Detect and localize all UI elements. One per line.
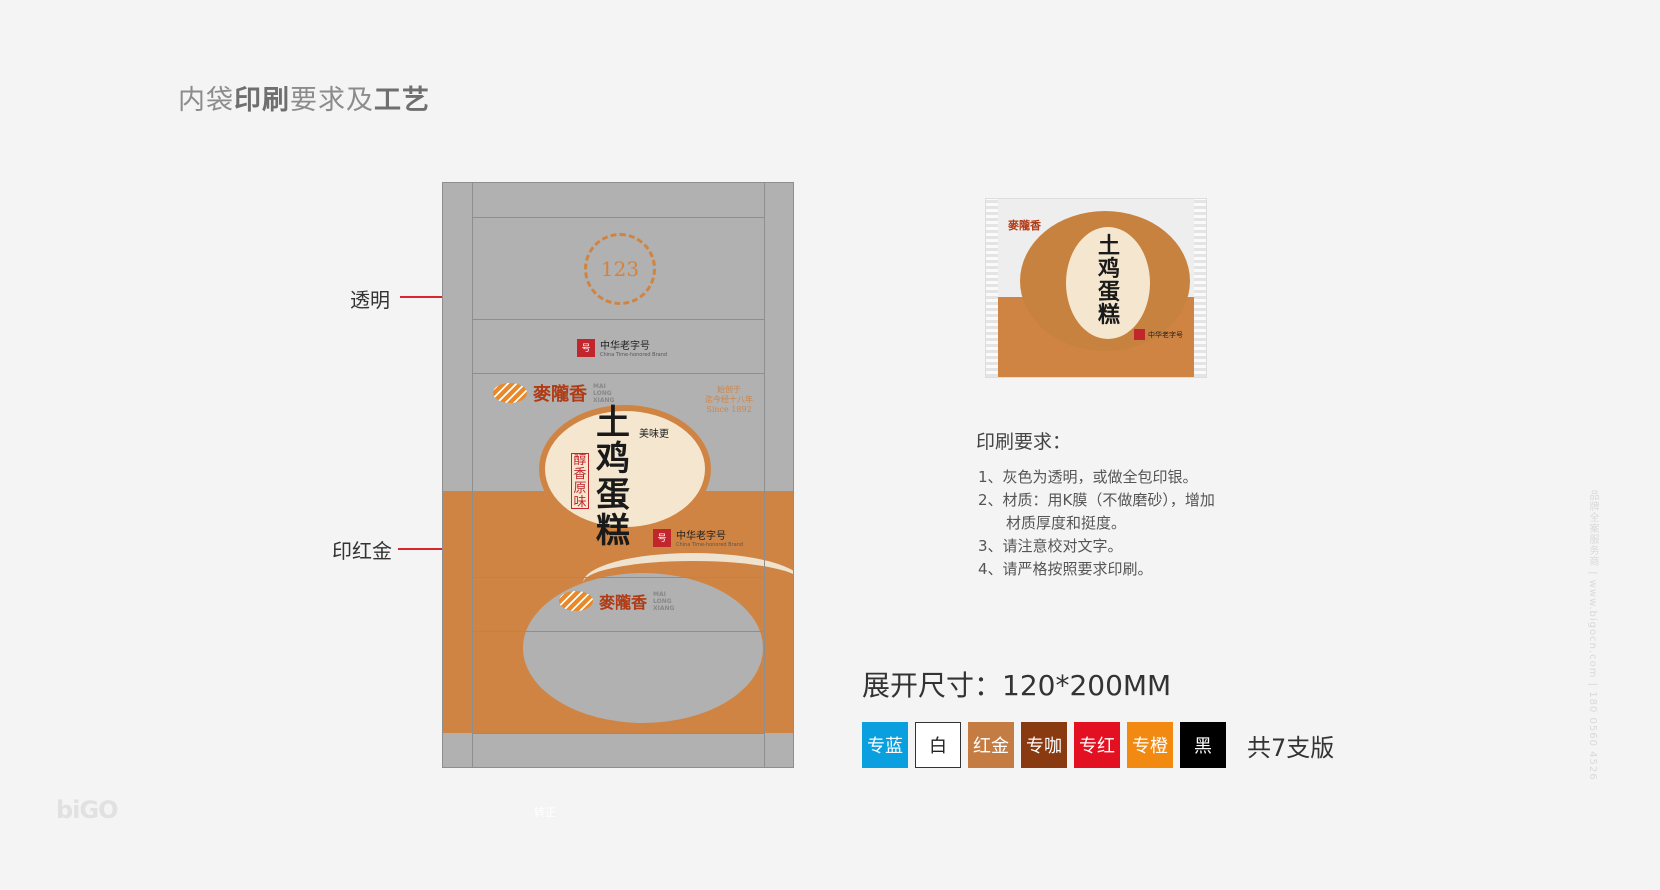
seal-brand-text: 中华老字号 bbox=[600, 341, 650, 352]
side-watermark: 品牌全案服务商 | www.bigocn.com | 180 0560 4526 bbox=[1587, 490, 1598, 781]
print-requirements-list: 1、灰色为透明，或做全包印银。 2、材质：用K膜（不做磨砂），增加 材质厚度和挺… bbox=[978, 466, 1215, 581]
page-title: 内袋印刷要求及工艺 bbox=[178, 78, 430, 117]
swatch-white: 白 bbox=[915, 722, 961, 768]
package-seal: 中华老字号 bbox=[1134, 329, 1183, 340]
callout-transparent-label: 透明 bbox=[350, 288, 390, 312]
fold-line bbox=[472, 319, 764, 320]
package-oval bbox=[1066, 227, 1150, 339]
swatch-black: 黑 bbox=[1180, 722, 1226, 768]
bigo-logo: biGO bbox=[56, 796, 119, 824]
swatch-total: 共7支版 bbox=[1247, 733, 1335, 762]
requirement-item: 4、请严格按照要求印刷。 bbox=[978, 560, 1153, 578]
requirement-item: 3、请注意校对文字。 bbox=[978, 537, 1123, 555]
since-text: 始创于 迄今经十八年 Since 1892 bbox=[705, 385, 753, 415]
title-part: 内袋 bbox=[178, 85, 234, 116]
fold-line bbox=[472, 733, 764, 734]
package-seal-text: 中华老字号 bbox=[1148, 330, 1183, 339]
callout-redgold-label: 印红金 bbox=[332, 539, 392, 563]
swatch-special-orange: 专橙 bbox=[1127, 722, 1173, 768]
product-oval bbox=[539, 405, 711, 533]
cream-swoosh bbox=[583, 553, 793, 613]
since-line: Since 1892 bbox=[706, 405, 752, 414]
taste-tag: 美味更 bbox=[639, 429, 669, 440]
fold-line bbox=[472, 373, 764, 374]
seal-brand-text: 中华老字号 bbox=[676, 531, 726, 542]
swatch-special-coffee: 专咖 bbox=[1021, 722, 1067, 768]
brand-en-line: XIANG bbox=[593, 396, 615, 404]
swatch-special-red: 专红 bbox=[1074, 722, 1120, 768]
product-name: 土鸡蛋糕 bbox=[596, 403, 630, 551]
print-requirements-heading: 印刷要求： bbox=[976, 431, 1072, 453]
fold-line bbox=[472, 183, 473, 767]
seal-brand-en: China Time-honored Brand bbox=[676, 542, 744, 548]
seal-icon: 号 bbox=[577, 338, 595, 357]
fold-line bbox=[472, 217, 764, 218]
package-brand: 麥隴香 bbox=[1008, 219, 1041, 232]
swatch-special-blue: 专蓝 bbox=[862, 722, 908, 768]
brand-wave-icon bbox=[559, 591, 593, 611]
brand-en-line: LONG bbox=[593, 389, 612, 397]
package-seam-left bbox=[986, 199, 998, 377]
brand-en-line: XIANG bbox=[653, 604, 675, 612]
package-mockup: 土鸡蛋糕 麥隴香 中华老字号 bbox=[985, 198, 1207, 378]
title-part: 要求及 bbox=[290, 85, 374, 116]
package-product-name: 土鸡蛋糕 bbox=[1097, 233, 1120, 328]
title-part-bold: 工艺 bbox=[374, 85, 430, 116]
package-seam-right bbox=[1194, 199, 1206, 377]
dieline-footnote: 转正 bbox=[534, 806, 556, 819]
brand-name: 麥隴香 bbox=[533, 384, 587, 405]
since-line: 迄今经十八年 bbox=[705, 395, 753, 404]
requirement-item: 2、材质：用K膜（不做磨砂），增加 bbox=[978, 491, 1215, 509]
seal-brand-en: China Time-honored Brand bbox=[600, 352, 668, 358]
title-part-bold: 印刷 bbox=[234, 85, 290, 116]
since-line: 始创于 bbox=[717, 385, 741, 394]
seal-icon bbox=[1134, 329, 1145, 340]
brand-name: 麥隴香 bbox=[599, 593, 648, 612]
color-swatches: 专蓝 白 红金 专咖 专红 专橙 黑 共7支版 bbox=[862, 722, 1334, 768]
fold-line bbox=[472, 577, 764, 578]
requirement-item: 材质厚度和挺度。 bbox=[1006, 514, 1127, 532]
requirement-item: 1、灰色为透明，或做全包印银。 bbox=[978, 468, 1198, 486]
fold-line bbox=[472, 631, 764, 632]
fold-line bbox=[764, 183, 765, 767]
brand-en-line: MAI bbox=[653, 590, 666, 598]
unfolded-size: 展开尺寸：120*200MM bbox=[862, 669, 1172, 702]
brand-en-line: MAI bbox=[593, 382, 606, 390]
brand-wave-icon bbox=[493, 383, 527, 403]
brand-en-line: LONG bbox=[653, 597, 672, 605]
anniversary-badge: 123 bbox=[584, 233, 656, 305]
bottom-transparent-strip bbox=[443, 733, 793, 767]
seal-icon: 号 bbox=[653, 528, 671, 547]
flavor-tag: 醇香原味 bbox=[571, 453, 589, 510]
swatch-red-gold: 红金 bbox=[968, 722, 1014, 768]
